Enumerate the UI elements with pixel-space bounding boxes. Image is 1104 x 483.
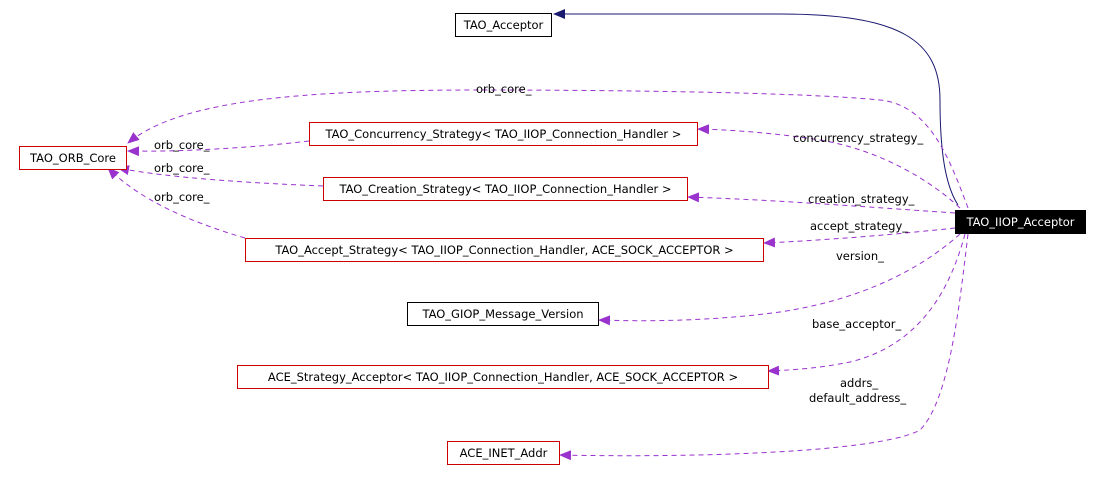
edge-concurrency-strategy xyxy=(697,124,961,209)
edge-creation-strategy xyxy=(687,192,956,214)
label-concurrency-strategy: concurrency_strategy_ xyxy=(793,131,924,145)
node-ace-strategy-acceptor[interactable]: ACE_Strategy_Acceptor< TAO_IIOP_Connecti… xyxy=(237,365,769,389)
node-accept-strategy[interactable]: TAO_Accept_Strategy< TAO_IIOP_Connection… xyxy=(245,238,764,262)
label-orb-core-creation: orb_core_ xyxy=(154,161,210,175)
edge-orb-core-creation xyxy=(117,165,324,187)
edge-version xyxy=(598,233,961,326)
label-base-acceptor: base_acceptor_ xyxy=(812,317,902,331)
label-default-address: default_address_ xyxy=(809,391,907,405)
node-tao-acceptor[interactable]: TAO_Acceptor xyxy=(455,13,552,37)
edge-orb-core-accept xyxy=(107,167,246,239)
label-addrs: addrs_ xyxy=(840,376,879,390)
node-giop-message-version[interactable]: TAO_GIOP_Message_Version xyxy=(407,302,599,326)
edge-orb-core-top xyxy=(127,89,969,209)
label-creation-strategy: creation_strategy_ xyxy=(808,192,915,206)
label-orb-core-top: orb_core_ xyxy=(476,82,532,96)
node-tao-iiop-acceptor[interactable]: TAO_IIOP_Acceptor xyxy=(955,210,1086,234)
node-tao-orb-core[interactable]: TAO_ORB_Core xyxy=(19,146,127,170)
label-version: version_ xyxy=(836,249,884,263)
edge-base-acceptor xyxy=(767,233,966,376)
edge-addrs xyxy=(559,233,969,461)
label-orb-core-accept: orb_core_ xyxy=(154,190,210,204)
node-ace-inet-addr[interactable]: ACE_INET_Addr xyxy=(447,441,560,465)
edge-orb-core-concurrency xyxy=(127,140,310,157)
edge-accept-strategy xyxy=(763,227,956,248)
node-creation-strategy[interactable]: TAO_Creation_Strategy< TAO_IIOP_Connecti… xyxy=(323,177,688,201)
edge-inherits-tao-acceptor xyxy=(553,9,959,206)
node-concurrency-strategy[interactable]: TAO_Concurrency_Strategy< TAO_IIOP_Conne… xyxy=(309,122,698,146)
label-orb-core-concurrency: orb_core_ xyxy=(154,138,210,152)
label-accept-strategy: accept_strategy_ xyxy=(810,219,909,233)
